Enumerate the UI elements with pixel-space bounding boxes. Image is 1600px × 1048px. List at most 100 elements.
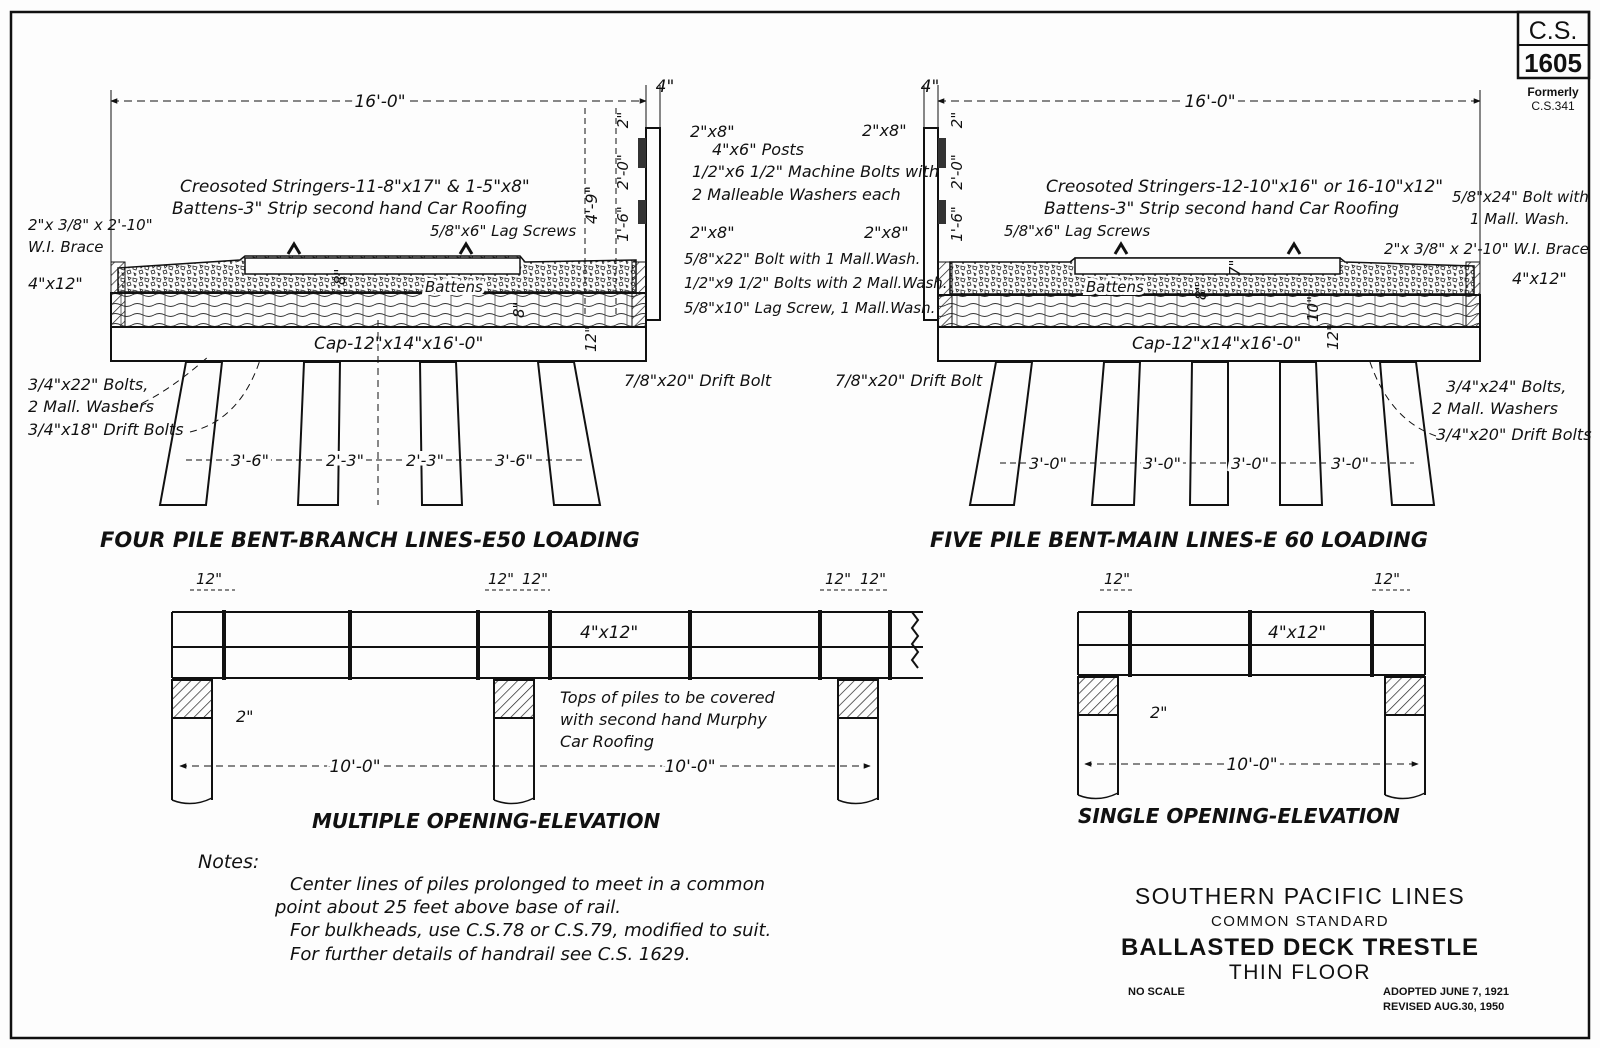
four-battens: Battens	[425, 278, 483, 296]
bolt-22-label: 5/8"x22" Bolt with 1 Mall.Wash.	[684, 250, 920, 268]
five-cap-depth: 12"	[1324, 324, 1342, 350]
four-bolts-line1: 3/4"x22" Bolts,	[28, 375, 148, 394]
posts-label: 4"x6" Posts	[712, 140, 804, 159]
four-pile-2	[296, 361, 342, 506]
five-rail-4x12: 4"x12"	[1512, 269, 1567, 288]
five-lag-screws: 5/8"x6" Lag Screws	[1004, 222, 1150, 240]
drawing-subname: THIN FLOOR	[1229, 961, 1371, 984]
four-pile-3	[418, 361, 464, 506]
notes-line1: Center lines of piles prolonged to meet …	[290, 874, 765, 895]
single-title: SINGLE OPENING-ELEVATION	[1078, 804, 1400, 828]
four-height-total: 4'-9"	[582, 186, 601, 224]
bolts-9-label: 1/2"x9 1/2" Bolts with 2 Mall.Wash.	[684, 274, 948, 292]
five-battens: Battens	[1086, 278, 1144, 296]
five-pile-2	[1090, 361, 1142, 506]
five-pile-5	[1378, 361, 1436, 506]
standard-label: COMMON STANDARD	[1211, 913, 1389, 930]
multi-dim-12e: 12"	[860, 570, 886, 588]
five-cap: Cap-12"x14"x16'-0"	[1132, 334, 1301, 354]
five-drift-20a: 7/8"x20" Drift Bolt	[835, 371, 983, 390]
five-bolt24-line1: 5/8"x24" Bolt with	[1452, 188, 1589, 206]
sheet-number-box: C.S. 1605 Formerly C.S.341	[1516, 10, 1591, 113]
multi-note-line1: Tops of piles to be covered	[560, 688, 776, 707]
adopted-date: ADOPTED JUNE 7, 1921	[1383, 986, 1509, 998]
five-stringer-depth2: 10"	[1304, 296, 1322, 322]
five-bolts24s-line1: 3/4"x24" Bolts,	[1446, 377, 1566, 396]
four-rail-4x12: 4"x12"	[28, 274, 83, 293]
multi-rail: 4"x12"	[580, 623, 638, 643]
five-post-offset: 4"	[921, 77, 940, 97]
four-lag-screws: 5/8"x6" Lag Screws	[430, 222, 576, 240]
four-stringers-line2: Battens-3" Strip second hand Car Roofing	[172, 199, 527, 219]
five-spacing-1: 3'-0"	[1029, 454, 1067, 473]
five-plank-top: 2"x8"	[862, 121, 907, 140]
four-cap-depth: 12"	[582, 326, 600, 352]
five-spacing-3: 3'-0"	[1231, 454, 1269, 473]
five-height-lower: 1'-6"	[948, 206, 966, 242]
multi-span-2: 10'-0"	[664, 757, 715, 777]
formerly-label: Formerly	[1527, 85, 1579, 99]
five-stringer-depth: 8"	[1192, 284, 1210, 300]
five-stringers-line2: Battens-3" Strip second hand Car Roofing	[1044, 199, 1399, 219]
four-cap: Cap-12"x14"x16'-0"	[314, 334, 483, 354]
single-gap-2: 2"	[1150, 703, 1168, 722]
five-spacing-4: 3'-0"	[1331, 454, 1369, 473]
multi-gap-2: 2"	[236, 707, 254, 726]
four-height-top: 2"	[614, 112, 632, 128]
five-plank-bottom: 2"x8"	[864, 223, 909, 242]
four-tie	[244, 257, 521, 275]
single-dim-12b: 12"	[1374, 570, 1400, 588]
four-overall-width: 16'-0"	[354, 92, 405, 112]
plank-bottom-label: 2"x8"	[690, 223, 735, 242]
four-pile-1	[158, 361, 224, 506]
four-ballast-depth: 8"	[331, 269, 349, 285]
four-stringer-depth: 8"	[510, 302, 528, 318]
four-brace-line2: W.I. Brace	[28, 238, 103, 256]
five-stringers-line1: Creosoted Stringers-12-10"x16" or 16-10"…	[1046, 177, 1443, 197]
five-cap	[937, 326, 1481, 362]
general-notes: Notes: Center lines of piles prolonged t…	[198, 851, 771, 965]
multi-dim-12c: 12"	[522, 570, 548, 588]
five-tie	[1074, 257, 1341, 275]
formerly-value: C.S.341	[1531, 99, 1575, 113]
four-pile-title: FOUR PILE BENT-BRANCH LINES-E50 LOADING	[100, 528, 640, 552]
five-height-mid: 2'-0"	[948, 154, 966, 190]
four-pile-bent-section: 16'-0" 4" 4'-9" 2" 2'-0" 1'-6" 3'-6"	[28, 77, 772, 552]
machine-bolts-line2: 2 Malleable Washers each	[692, 185, 901, 204]
five-pile-3	[1188, 361, 1229, 506]
five-drift-20b: 3/4"x20" Drift Bolts	[1436, 425, 1592, 444]
plank-top-label: 2"x8"	[690, 122, 735, 141]
four-pile-4	[536, 361, 602, 506]
sheet-number: 1605	[1524, 48, 1582, 78]
multi-dim-12d: 12"	[825, 570, 851, 588]
multi-note-line3: Car Roofing	[560, 732, 654, 751]
four-stringers-line1: Creosoted Stringers-11-8"x17" & 1-5"x8"	[180, 177, 530, 197]
single-span: 10'-0"	[1226, 755, 1277, 775]
four-brace-line1: 2"x 3/8" x 2'-10"	[28, 216, 153, 234]
four-height-mid: 2'-0"	[614, 154, 632, 190]
title-block: SOUTHERN PACIFIC LINES COMMON STANDARD B…	[1121, 883, 1509, 1013]
multi-dim-12a: 12"	[196, 570, 222, 588]
single-rail: 4"x12"	[1268, 623, 1326, 643]
five-pile-title: FIVE PILE BENT-MAIN LINES-E 60 LOADING	[930, 528, 1428, 552]
four-spacing-1: 3'-6"	[231, 451, 269, 470]
sheet-number-prefix: C.S.	[1529, 17, 1578, 45]
center-detail-notes: 2"x8" 4"x6" Posts 1/2"x6 1/2" Machine Bo…	[684, 122, 948, 317]
single-opening-elevation: 4"x12" 12" 12" 2" 10'-0" SINGLE OPENING-…	[1077, 570, 1426, 828]
four-drift-18: 3/4"x18" Drift Bolts	[28, 420, 184, 439]
five-ballast-depth: 7"	[1226, 260, 1244, 276]
revised-date: REVISED AUG.30, 1950	[1383, 1001, 1504, 1013]
multi-span-1: 10'-0"	[329, 757, 380, 777]
multi-title: MULTIPLE OPENING-ELEVATION	[312, 809, 660, 833]
notes-heading: Notes:	[198, 851, 259, 873]
four-drift-20: 7/8"x20" Drift Bolt	[624, 371, 772, 390]
lag-10-label: 5/8"x10" Lag Screw, 1 Mall.Wash.	[684, 299, 935, 317]
single-dim-12a: 12"	[1104, 570, 1130, 588]
notes-line4: For further details of handrail see C.S.…	[290, 944, 690, 965]
four-height-lower: 1'-6"	[614, 206, 632, 242]
four-post-offset: 4"	[656, 77, 675, 97]
scale-label: NO SCALE	[1128, 986, 1185, 998]
multiple-opening-elevation: 4"x12" 12" 12" 12" 12" 12" 2" 10'-0" 10'…	[171, 570, 923, 833]
four-spacing-3: 2'-3"	[406, 451, 444, 470]
